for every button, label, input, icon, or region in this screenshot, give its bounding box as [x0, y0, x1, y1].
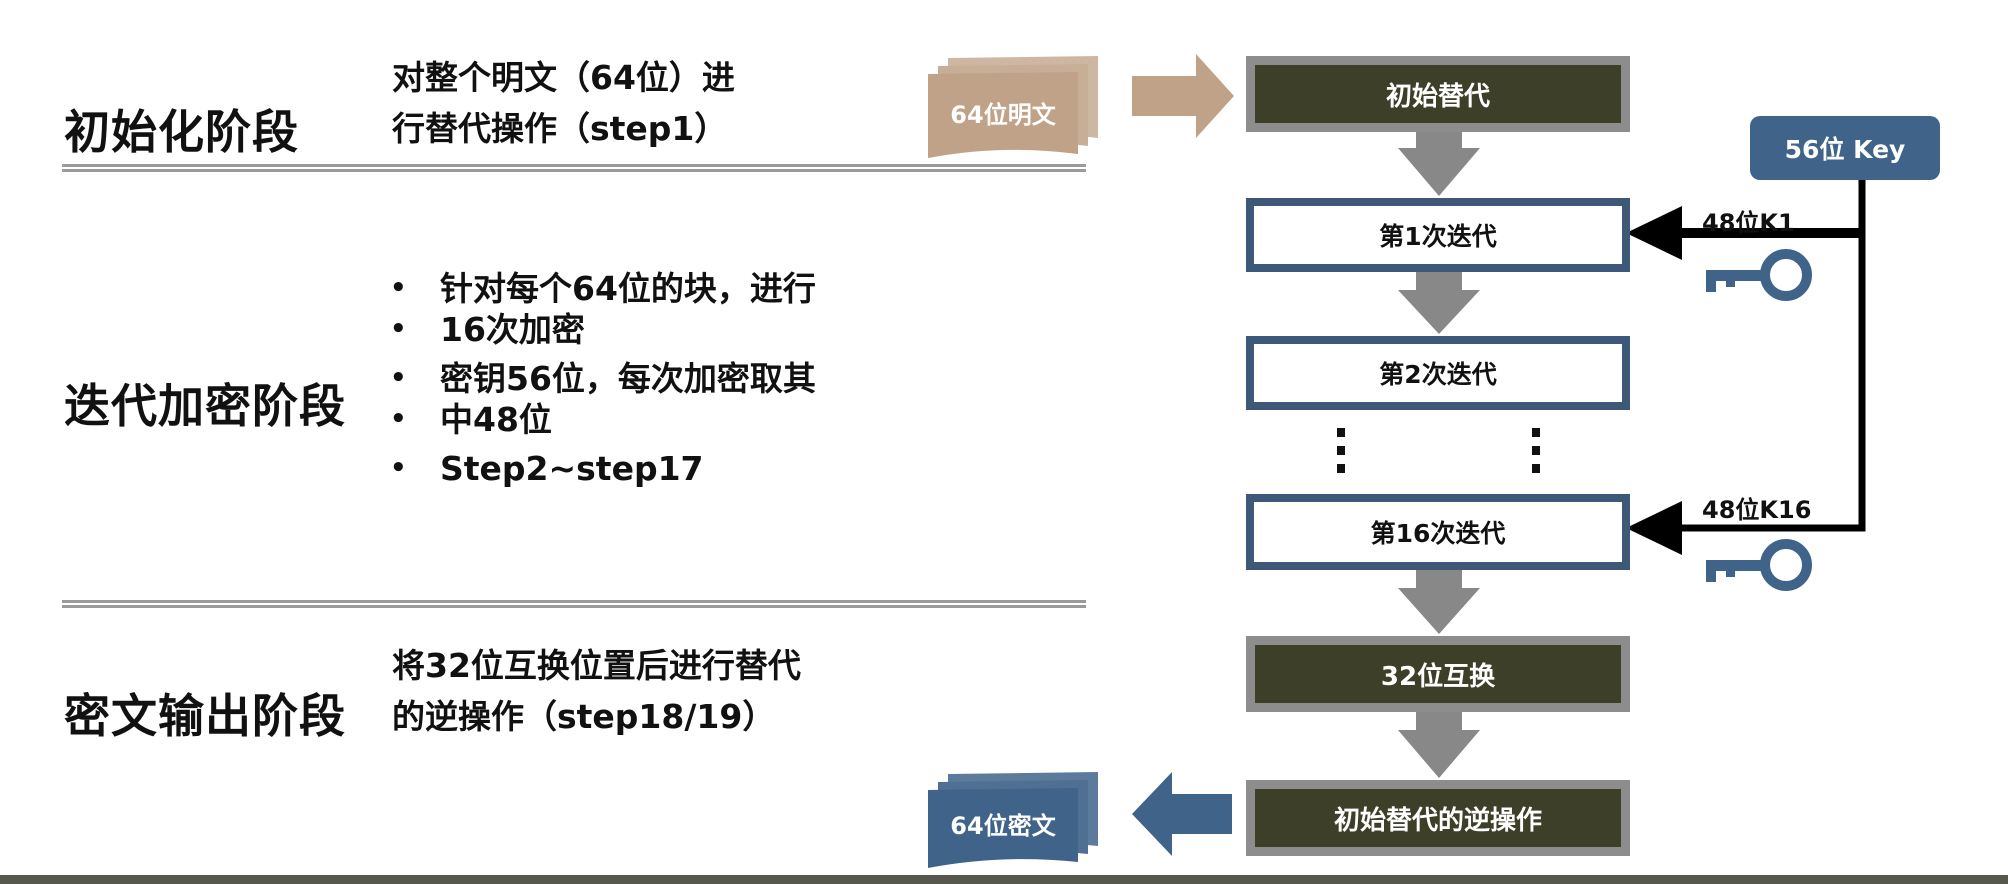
stage-desc-line: 将32位互换位置后进行替代	[392, 646, 801, 685]
stage-title-iterate: 迭代加密阶段	[64, 379, 346, 433]
key-icon	[1706, 249, 1812, 301]
key-icon	[1706, 539, 1812, 591]
inverse-permutation-box: 初始替代的逆操作	[1246, 780, 1630, 856]
divider-1	[62, 164, 1086, 172]
key-line	[1660, 178, 1866, 532]
down-arrow	[1398, 272, 1480, 334]
plaintext-label: 64位明文	[950, 100, 1056, 129]
down-arrow	[1398, 130, 1480, 196]
k16-arrowhead	[1626, 501, 1682, 555]
output-arrow	[1132, 772, 1232, 856]
round-1-box: 第1次迭代	[1246, 198, 1630, 272]
k1-label: 48位K1	[1702, 209, 1795, 237]
input-arrow	[1132, 54, 1234, 138]
down-arrow	[1398, 566, 1480, 634]
stage-desc-line: 的逆操作（step18/19）	[392, 697, 776, 736]
stage-desc-line: 对整个明文（64位）进	[392, 58, 735, 97]
swap32-box: 32位互换	[1246, 636, 1630, 712]
down-arrow	[1398, 710, 1480, 778]
divider-2	[62, 600, 1086, 608]
ellipsis-left	[1337, 428, 1345, 473]
ciphertext-doc-shape	[928, 772, 1098, 868]
bullet-item-continuation: 16次加密	[390, 307, 816, 352]
ciphertext-label: 64位密文	[950, 811, 1056, 840]
ellipsis-right	[1532, 428, 1540, 473]
k1-arrowhead	[1626, 206, 1682, 260]
bullet-item: 密钥56位，每次加密取其	[390, 356, 816, 401]
bullet-item: 针对每个64位的块，进行	[390, 266, 816, 311]
stage-title-init: 初始化阶段	[64, 105, 299, 159]
round-16-box: 第16次迭代	[1246, 494, 1630, 570]
initial-permutation-box: 初始替代	[1246, 56, 1630, 132]
plaintext-doc-shape	[928, 56, 1098, 158]
stage-bullets-iterate: 针对每个64位的块，进行 16次加密 密钥56位，每次加密取其 中48位 Ste…	[390, 266, 816, 491]
stage-desc-output: 将32位互换位置后进行替代 的逆操作（step18/19）	[392, 640, 801, 742]
bullet-item: Step2~step17	[390, 446, 816, 491]
k16-label: 48位K16	[1702, 496, 1812, 524]
round-2-box: 第2次迭代	[1246, 336, 1630, 410]
stage-desc-line: 行替代操作（step1）	[392, 109, 728, 148]
bottom-bar	[0, 875, 2008, 884]
key-56-box: 56位 Key	[1750, 116, 1940, 180]
stage-title-output: 密文输出阶段	[64, 689, 346, 743]
bullet-item-continuation: 中48位	[390, 397, 816, 442]
stage-desc-init: 对整个明文（64位）进 行替代操作（step1）	[392, 52, 735, 154]
